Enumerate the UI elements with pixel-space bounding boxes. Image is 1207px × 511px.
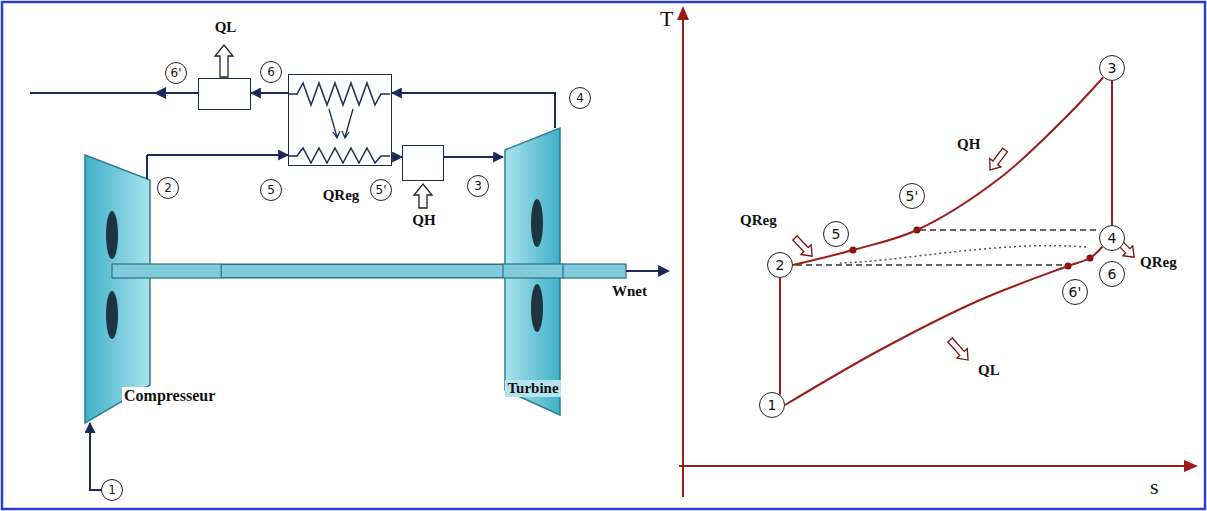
state-number: 3 bbox=[1108, 61, 1117, 75]
component-label: QH bbox=[410, 212, 437, 229]
dashed-level bbox=[920, 229, 1097, 230]
state-circle: 5 bbox=[260, 179, 282, 201]
shaft bbox=[503, 264, 563, 278]
diagram-label: QL bbox=[978, 362, 1000, 379]
component-label: QL bbox=[213, 19, 239, 36]
flow-line bbox=[147, 154, 288, 156]
entropy-axis bbox=[679, 465, 1188, 467]
axis-arrowhead bbox=[1184, 460, 1198, 472]
state-number: 3 bbox=[474, 180, 482, 192]
heat-arrow-shape bbox=[945, 335, 973, 364]
work-arrowhead bbox=[658, 265, 670, 277]
state-circle: 4 bbox=[1099, 225, 1125, 251]
state-circle: 6' bbox=[165, 62, 187, 84]
regenerator-drawing bbox=[289, 75, 390, 164]
state-number: 5 bbox=[832, 227, 841, 241]
flow-line bbox=[793, 77, 1103, 265]
flow-line bbox=[392, 93, 555, 128]
state-circle: 3 bbox=[1099, 55, 1125, 81]
state-circle: 4 bbox=[569, 87, 591, 109]
diagram-label: QReg bbox=[1140, 254, 1177, 271]
outlet-pipe bbox=[146, 155, 148, 179]
heat-flow-line bbox=[329, 109, 353, 138]
dashed-level bbox=[796, 264, 1064, 265]
shaft bbox=[112, 264, 221, 278]
flow-line bbox=[90, 423, 101, 490]
diagram-label: s bbox=[1150, 474, 1159, 499]
compressor: Compresseur bbox=[84, 155, 221, 423]
heat-in-arrow bbox=[414, 184, 432, 208]
state-circle: 2 bbox=[157, 177, 179, 199]
flow-line bbox=[221, 265, 503, 277]
state-number: 2 bbox=[164, 182, 172, 194]
state-number: 5' bbox=[906, 189, 919, 203]
fan-blade bbox=[106, 291, 118, 339]
heat-exchanger-coil bbox=[289, 83, 390, 105]
shaft-outline bbox=[221, 264, 503, 279]
flow-line bbox=[779, 278, 781, 395]
heat-arrow-shape bbox=[984, 146, 1010, 174]
flow-line bbox=[251, 92, 288, 94]
state-number: 4 bbox=[576, 92, 584, 104]
state-circle: 6' bbox=[1062, 279, 1088, 305]
state-number: 6 bbox=[267, 66, 275, 78]
diagram-label: QReg bbox=[740, 212, 777, 229]
compressor-drawing bbox=[84, 155, 221, 423]
turbine: Turbine bbox=[503, 128, 563, 418]
shaft bbox=[562, 264, 626, 278]
cooler-box: QL bbox=[198, 78, 251, 110]
state-circle: 5' bbox=[370, 179, 392, 201]
diagram-label: QH bbox=[957, 136, 980, 153]
state-circle: 5' bbox=[899, 183, 925, 209]
fan-blade bbox=[531, 284, 543, 332]
fan-blade bbox=[106, 211, 118, 259]
flow-line bbox=[444, 156, 503, 158]
flow-line bbox=[1111, 81, 1113, 225]
state-number: 6' bbox=[1069, 285, 1082, 299]
state-circle: 3 bbox=[467, 175, 489, 197]
state-circle: 1 bbox=[101, 479, 123, 501]
state-number: 4 bbox=[1108, 231, 1117, 245]
heat-arrow bbox=[984, 146, 1010, 174]
heat-arrow bbox=[790, 233, 817, 261]
state-circle: 6 bbox=[260, 61, 282, 83]
state-number: 5' bbox=[376, 184, 387, 196]
compressor-body bbox=[85, 155, 150, 423]
flow-line bbox=[785, 247, 1102, 405]
heat-out-arrow bbox=[215, 45, 233, 77]
flow-line bbox=[392, 156, 402, 158]
temperature-axis bbox=[682, 16, 684, 497]
heat-arrow bbox=[945, 335, 973, 364]
exhaust-pipe bbox=[30, 92, 198, 94]
state-number: 2 bbox=[776, 258, 785, 272]
diagram-label: T bbox=[660, 6, 673, 31]
component-label: Turbine bbox=[505, 380, 560, 397]
heat-arrow-shape bbox=[790, 233, 817, 261]
fan-blade bbox=[531, 199, 543, 247]
work-arrow bbox=[626, 270, 660, 272]
state-number: 1 bbox=[108, 484, 116, 496]
state-circle: 6 bbox=[1099, 261, 1125, 287]
axis-arrowhead bbox=[677, 6, 689, 20]
component-label: Compresseur bbox=[122, 387, 217, 405]
component-label: QReg bbox=[321, 187, 362, 204]
state-circle: 2 bbox=[767, 252, 793, 278]
state-number: 6 bbox=[1108, 267, 1117, 281]
diagram-label: Wnet bbox=[612, 283, 647, 300]
regeneration-curve bbox=[838, 246, 1086, 263]
heat-exchanger-coil bbox=[289, 148, 390, 163]
heater-box: QH bbox=[402, 145, 444, 181]
state-circle: 5 bbox=[823, 221, 849, 247]
state-circle: 1 bbox=[759, 392, 785, 418]
regenerator: QReg bbox=[288, 74, 392, 166]
turbine-drawing bbox=[503, 128, 563, 418]
state-number: 1 bbox=[768, 398, 777, 412]
state-number: 6' bbox=[171, 67, 182, 79]
state-number: 5 bbox=[267, 184, 275, 196]
flow-arrowhead bbox=[154, 87, 166, 99]
